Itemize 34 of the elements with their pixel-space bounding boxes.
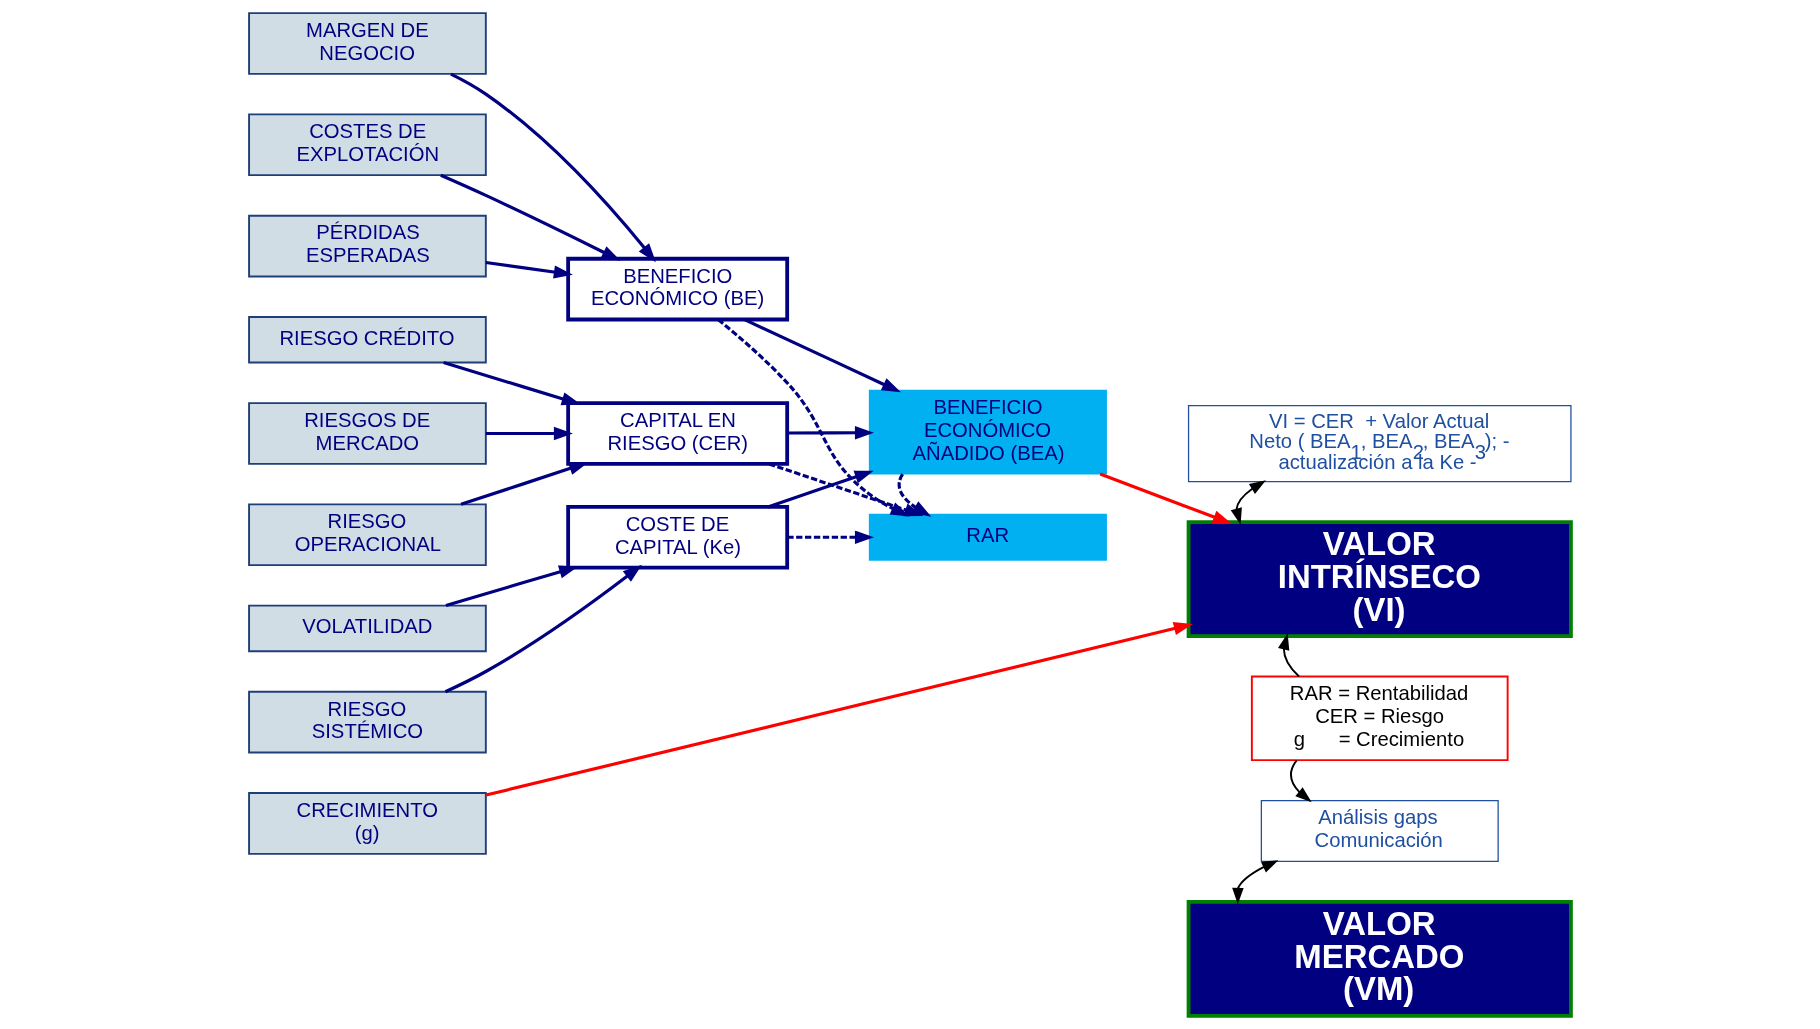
arrow [1099, 472, 1232, 524]
arrow [444, 564, 642, 694]
node-box: VALOR MERCADO (VM) [1186, 900, 1573, 1018]
node-box: COSTES DE EXPLOTACIÓN [248, 113, 487, 177]
arrow [1278, 633, 1300, 678]
node-box: COSTE DE CAPITAL (Ke) [566, 505, 790, 570]
node-box: BENEFICIO ECONÓMICO (BE) [566, 256, 790, 322]
node-box: MARGEN DE NEGOCIO [248, 12, 487, 75]
arrow [1230, 480, 1266, 525]
arrow [440, 173, 621, 261]
node-box: CAPITAL EN RIESGO (CER) [566, 401, 790, 466]
arrow [485, 260, 573, 279]
node-box: VOLATILIDAD [248, 604, 487, 653]
arrow [485, 622, 1193, 797]
node-box: VALOR INTRÍNSECO (VI) [1186, 520, 1573, 638]
arrow [450, 72, 656, 263]
node-box: RIESGO OPERACIONAL [248, 503, 487, 567]
arrow [443, 361, 581, 406]
arrow [485, 426, 573, 441]
arrow [787, 426, 874, 440]
arrow [1232, 860, 1279, 905]
node-box: RAR [868, 513, 1107, 561]
arrow [787, 530, 874, 544]
node-box: PÉRDIDAS ESPERADAS [248, 214, 487, 278]
node-box: BENEFICIO ECONÓMICO AÑADIDO (BEA) [868, 389, 1107, 475]
node-box: RIESGO CRÉDITO [248, 316, 487, 364]
node-box: CRECIMIENTO (g) [248, 792, 487, 855]
arrow [1290, 759, 1312, 803]
node-box: RAR = Rentabilidad CER = Riesgo g = Crecimiento [1250, 675, 1509, 762]
arrow [743, 318, 901, 393]
node-box: RIESGO SISTÉMICO [248, 690, 487, 754]
node-box: Análisis gaps Comunicación [1260, 800, 1499, 863]
arrow [767, 470, 874, 509]
node-box: RIESGOS DE MERCADO [248, 402, 487, 465]
